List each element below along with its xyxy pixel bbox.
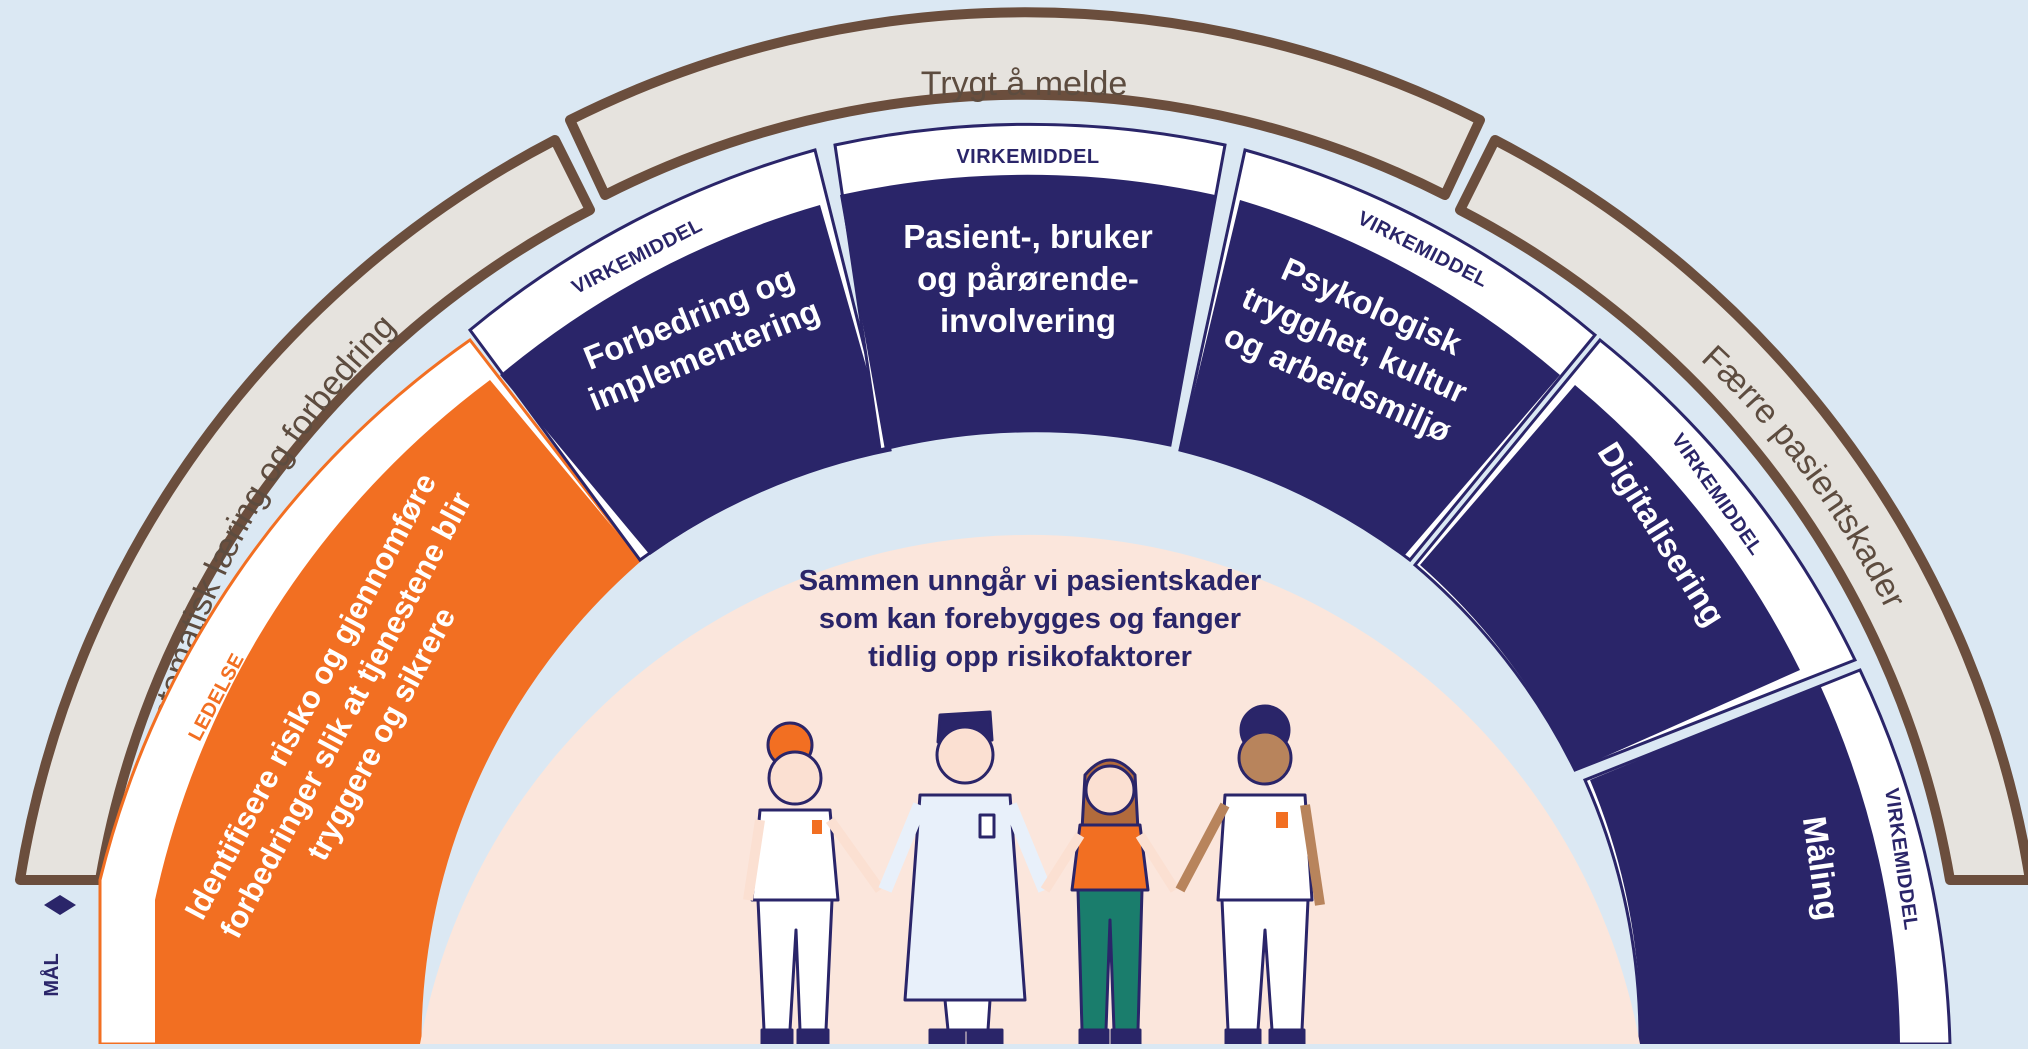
center-text-line: som kan forebygges og fanger [819,603,1241,635]
leadership-segment: LEDELSE Identifisere risiko og gjennomfø… [98,337,643,1044]
goal-indicator: MÅL [39,895,76,997]
outer-ring-segment-left [15,135,595,885]
outer-ring-segment-right [1455,135,2028,885]
center-text-line: tidlig opp risikofaktorer [868,641,1192,673]
measure-tag: VIRKEMIDDEL [956,146,1099,168]
measure-segment-2: VIRKEMIDDEL Pasient-, bruker og pårørend… [833,122,1227,452]
measure-segment-1: VIRKEMIDDEL Forbedring og implementering [467,148,892,563]
outer-ring [15,7,2028,885]
person-nurse-icon [743,721,885,1044]
measure-segment-5: VIRKEMIDDEL Måling [1582,668,1952,1044]
goal-arrow-icon [44,895,76,915]
outer-ring-label-top: Trygt å melde [921,65,1128,103]
center-text-line: Sammen unngår vi pasientskader [799,565,1262,597]
outer-ring-segment-top [565,7,1485,200]
measure-segment-4: VIRKEMIDDEL Digitalisering [1412,337,1858,772]
person-caregiver-icon [1175,704,1325,1044]
person-doctor-icon [878,710,1052,1044]
measure-segment-3: VIRKEMIDDEL Psykologisk trygghet, kultur… [1178,148,1598,563]
measure-label: og pårørende- [917,260,1139,297]
measure-label: involvering [940,302,1116,339]
people-holding-hands-icon [743,704,1325,1044]
person-patient-icon [1040,758,1180,1044]
center-area [420,534,1640,1044]
measure-label: Pasient-, bruker [903,218,1153,255]
goal-label: MÅL [39,953,63,996]
